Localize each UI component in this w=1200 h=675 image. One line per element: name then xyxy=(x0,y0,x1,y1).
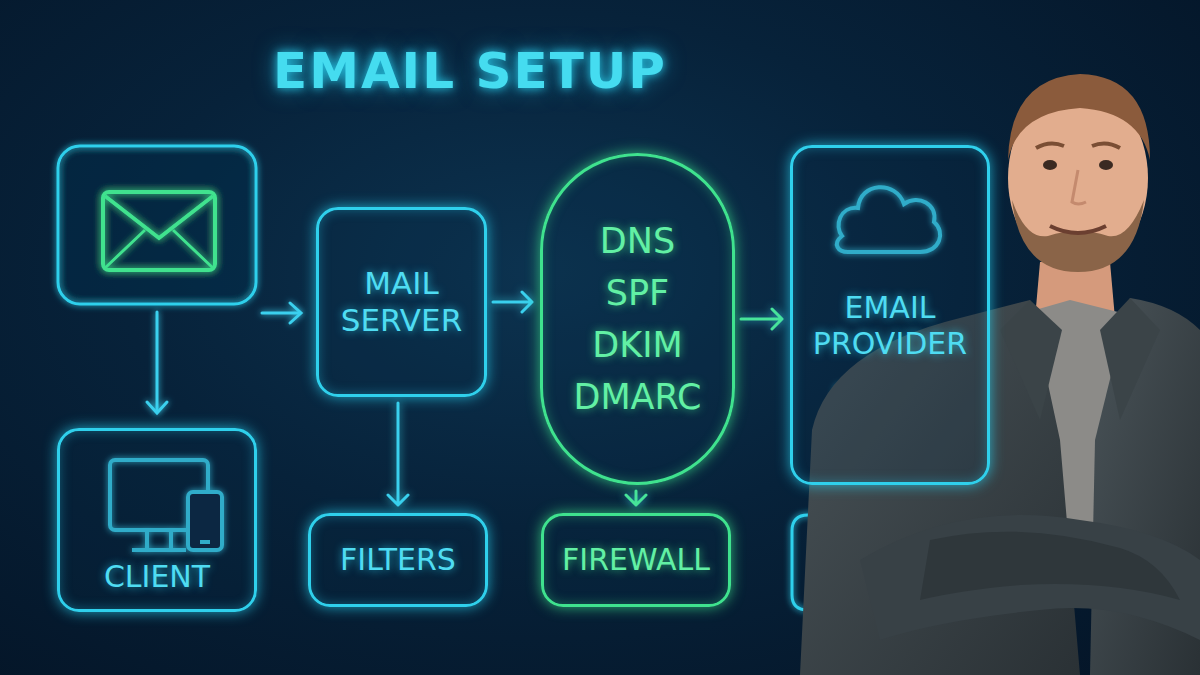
envelope-box xyxy=(58,146,256,304)
protocol-pill: DNS SPF DKIM DMARC xyxy=(540,153,735,485)
node-label: DNS xyxy=(600,220,675,262)
node-label: EMAIL PROVIDER xyxy=(803,290,977,362)
node-label: DMARC xyxy=(573,376,701,418)
flow-arrow xyxy=(741,309,782,329)
node-label: DKIM xyxy=(592,324,682,366)
filter-box: FILTERS xyxy=(308,513,488,607)
client-box: CLIENT xyxy=(57,428,257,612)
node-label: CLIENT xyxy=(104,559,210,595)
flow-arrow xyxy=(493,292,532,312)
provider-box: EMAIL PROVIDER xyxy=(790,145,990,485)
node-label: MAIL SERVER xyxy=(329,265,474,339)
flow-arrow xyxy=(388,403,408,505)
node-label: FILTERS xyxy=(340,542,456,578)
leader-arrow xyxy=(147,303,301,413)
node-label: SPF xyxy=(606,272,669,314)
node-label: FIREWALL xyxy=(562,542,710,578)
diagram-title: EMAIL SETUP xyxy=(0,42,940,100)
flow-arrow xyxy=(626,491,646,505)
firewall-box: FIREWALL xyxy=(541,513,731,607)
process-box: MAIL SERVER xyxy=(316,207,487,397)
